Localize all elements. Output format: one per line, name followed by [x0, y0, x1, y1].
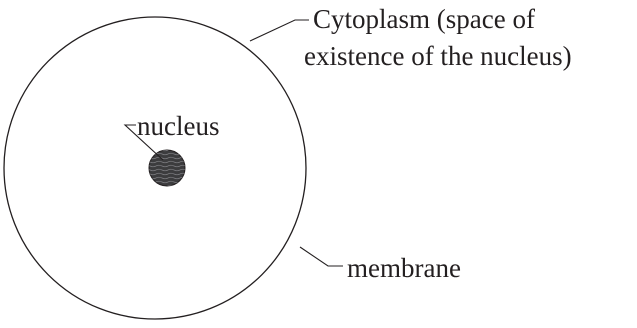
- membrane-leader-line: [299, 246, 343, 267]
- membrane-label: membrane: [347, 253, 461, 283]
- cytoplasm-label-line-2: existence of the nucleus): [304, 41, 572, 71]
- nucleus-leader-line: [123, 124, 164, 161]
- cell-membrane: [3, 16, 307, 320]
- cytoplasm-leader-line: [249, 19, 309, 42]
- nucleus-shape: [148, 149, 186, 187]
- nucleus-label: nucleus: [137, 111, 220, 141]
- cytoplasm-label-line-1: Cytoplasm (space of: [313, 4, 535, 34]
